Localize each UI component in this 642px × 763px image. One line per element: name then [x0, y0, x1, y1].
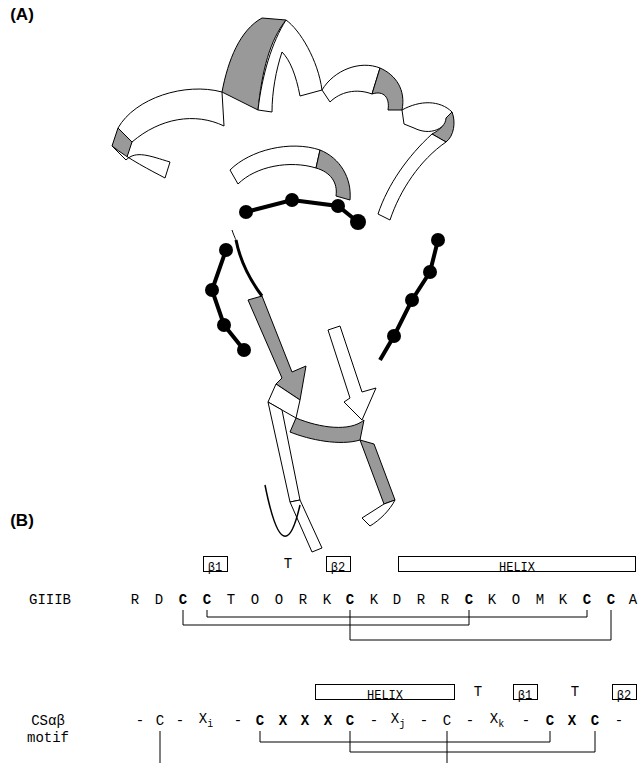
residue-letter: T: [227, 593, 235, 607]
residue-letter: -: [370, 714, 378, 728]
residue-letter: K: [559, 593, 567, 607]
residue-letter: C: [465, 593, 473, 607]
disulfide-brackets: [160, 610, 611, 763]
strand-box: β1: [203, 556, 228, 572]
residue-letter: M: [536, 593, 544, 607]
residue-letter: O: [512, 593, 520, 607]
helix-box: HELIX: [398, 556, 636, 572]
residue-letter: R: [441, 593, 449, 607]
residue-letter: C: [346, 593, 354, 607]
residue-letter: X: [324, 714, 332, 728]
residue-letter: K: [370, 593, 378, 607]
residue-letter: C: [346, 714, 354, 728]
residue-letter: D: [393, 593, 401, 607]
residue-letter: Xk: [490, 712, 504, 730]
panel-label: (B): [10, 512, 34, 529]
residue-letter: -: [466, 714, 474, 728]
residue-letter: C: [607, 593, 615, 607]
residue-letter: X: [568, 714, 576, 728]
disulfide-bonds: [212, 200, 438, 360]
ribbon-structure: [112, 18, 454, 552]
residue-letter: C: [156, 714, 164, 728]
residue-letter: R: [417, 593, 425, 607]
residue-letter: X: [301, 714, 309, 728]
residue-letter: A: [629, 593, 637, 607]
residue-letter: K: [488, 593, 496, 607]
residue-letter: C: [443, 714, 451, 728]
residue-letter: -: [522, 714, 530, 728]
structure-label: β2: [617, 689, 631, 703]
residue-letter: R: [299, 593, 307, 607]
residue-letter: C: [179, 593, 187, 607]
residue-letter: C: [256, 714, 264, 728]
residue-letter: C: [203, 593, 211, 607]
strand-box: β2: [326, 556, 351, 572]
residue-letter: O: [275, 593, 283, 607]
helix-box: HELIX: [315, 684, 455, 700]
residue-letter: C: [546, 714, 554, 728]
residue-letter: -: [420, 714, 428, 728]
structure-label: β2: [331, 561, 345, 575]
residue-letter: Xi: [199, 712, 213, 730]
sequence-name: motif: [27, 731, 69, 745]
strand-box: β2: [612, 684, 637, 700]
sequence-name: CSαβ: [31, 714, 65, 728]
turn-label: T: [474, 685, 482, 699]
structure-label: β1: [518, 689, 532, 703]
turn-label: T: [284, 557, 292, 571]
residue-letter: C: [583, 593, 591, 607]
residue-letter: -: [136, 714, 144, 728]
residue-letter: K: [323, 593, 331, 607]
turn-label: T: [571, 685, 579, 699]
strand-box: β1: [513, 684, 538, 700]
structure-label: HELIX: [499, 561, 535, 575]
residue-letter: -: [615, 714, 623, 728]
residue-letter: Xj: [391, 712, 405, 730]
residue-letter: D: [155, 593, 163, 607]
structure-label: HELIX: [367, 689, 403, 703]
sulfur-atoms: [205, 193, 445, 357]
residue-letter: C: [591, 714, 599, 728]
panel-label: (A): [10, 6, 34, 23]
residue-letter: O: [251, 593, 259, 607]
residue-letter: R: [131, 593, 139, 607]
residue-letter: -: [176, 714, 184, 728]
structure-label: β1: [208, 561, 222, 575]
residue-letter: X: [279, 714, 287, 728]
residue-letter: -: [234, 714, 242, 728]
sequence-name: GIIIB: [29, 593, 71, 607]
